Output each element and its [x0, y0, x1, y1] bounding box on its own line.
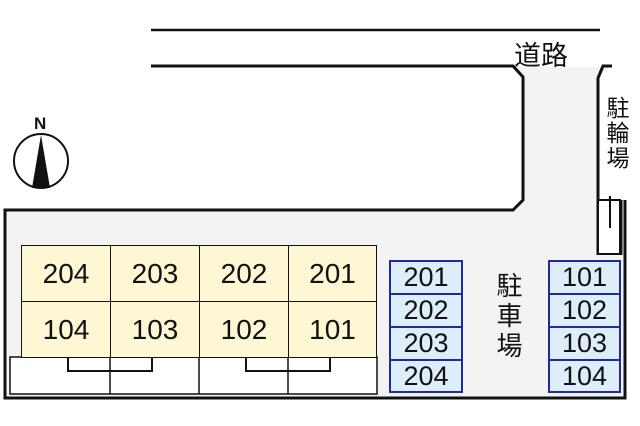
- parking-space-202: 202: [389, 293, 463, 328]
- unit-201: 201: [288, 245, 377, 302]
- parking-space-204: 204: [389, 359, 463, 393]
- unit-203: 203: [110, 245, 200, 302]
- parking-space-101: 101: [548, 260, 621, 295]
- north-arrow-icon: [13, 133, 69, 189]
- north-label: N: [34, 114, 47, 133]
- unit-204: 204: [21, 245, 111, 302]
- unit-104: 104: [21, 301, 111, 358]
- parking-space-102: 102: [548, 293, 621, 328]
- parking-space-103: 103: [548, 326, 621, 361]
- car-parking-label: 駐車場: [492, 272, 522, 362]
- unit-103: 103: [110, 301, 200, 358]
- parking-space-201: 201: [389, 260, 463, 295]
- unit-102: 102: [199, 301, 289, 358]
- parking-space-104: 104: [548, 359, 621, 393]
- road-label: 道路: [514, 41, 568, 72]
- unit-101: 101: [288, 301, 377, 358]
- north-compass: N: [12, 114, 72, 194]
- parking-space-203: 203: [389, 326, 463, 361]
- unit-202: 202: [199, 245, 289, 302]
- bike-parking-label: 駐輪場: [602, 96, 628, 171]
